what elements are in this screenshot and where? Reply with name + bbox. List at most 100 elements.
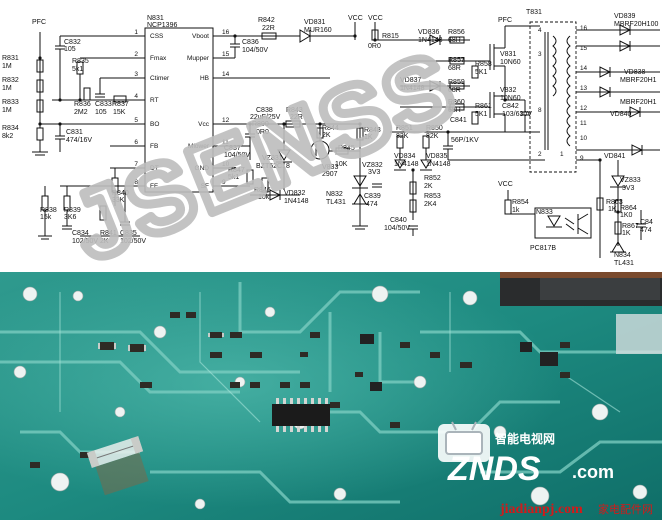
label-v831: V831 [500, 51, 516, 58]
ic-pin-num: 3 [134, 71, 138, 78]
label-c832v: 105 [64, 46, 76, 53]
label-v831v: 10N60 [500, 59, 521, 66]
label-vcc2: VCC [368, 15, 383, 22]
label-r890: R890 [252, 121, 269, 128]
label-r845: R845 [338, 145, 355, 152]
ic-pin-name: SF [201, 183, 209, 190]
label-vz831: VZ831 [262, 155, 283, 162]
label-vd834v: 1N4148 [394, 161, 419, 168]
label-r842v: 22R [262, 25, 275, 32]
label-r833v: 1M [2, 107, 12, 114]
label-vd831v: MUR160 [304, 27, 332, 34]
ic-pin-name: Ctimer [150, 75, 170, 82]
ic-body [144, 27, 214, 193]
label-r847v: 5k1 [228, 174, 239, 181]
label-c839v: 474 [366, 201, 378, 208]
ic-pin-num: 7 [134, 161, 138, 168]
label-vz833v: 3V3 [622, 185, 635, 192]
label-vd836v: 1N4148 [418, 37, 443, 44]
label-vz831v: BZT52C18 [256, 163, 290, 170]
label-r836: R836 [74, 101, 91, 108]
transformer-pin: 10 [580, 135, 588, 142]
ic-pin-num: 15 [222, 51, 230, 58]
transformer-pin: 8 [538, 107, 542, 114]
watermark-text: JSENSS [58, 31, 472, 270]
label-r859v: 68R [448, 87, 461, 94]
label-r846: R846 [254, 187, 271, 194]
label-r854v: 1k [512, 207, 520, 214]
label-r858: R858 [475, 61, 492, 68]
logo-tld: .com [572, 462, 614, 482]
smd-components [30, 312, 570, 468]
ic-pin-num: 2 [134, 51, 138, 58]
ic-pin-num: 4 [134, 93, 138, 100]
label-vd835v: 1N4148 [426, 161, 451, 168]
transformer-pin: 3 [538, 51, 542, 58]
pcb-photo: 智能电视网 ZNDS .com jiadianpj.com 家电配件网 [0, 272, 662, 520]
ic-pin-num: 6 [134, 139, 138, 146]
label-c840: C840 [390, 217, 407, 224]
watermark: JSENSS [53, 27, 476, 286]
ic-n831 [144, 27, 214, 193]
ic-pin-num: 12 [222, 117, 230, 124]
label-r842: R842 [258, 17, 275, 24]
transformer-pin: 12 [580, 105, 588, 112]
label-c835v: 102/50V [120, 238, 146, 245]
label-r838v: 15k [40, 214, 52, 221]
label-r832: R832 [2, 77, 19, 84]
label-c831: C831 [66, 129, 83, 136]
label-c840v: 104/50V [384, 225, 410, 232]
label-vcc1: VCC [348, 15, 363, 22]
label-r831: R831 [2, 55, 19, 62]
label-r837: R837 [112, 101, 129, 108]
transformer-pin: 16 [580, 25, 588, 32]
label-r846v: 10k [258, 194, 270, 201]
ic-pin-name: Vcc [198, 121, 210, 128]
label-c839: C839 [364, 193, 381, 200]
label-vd839v: MBRF20H100 [614, 21, 658, 28]
label-r841v: 2K [100, 238, 109, 245]
junction-dots [38, 34, 620, 214]
label-vd837: VD837 [400, 77, 422, 84]
label-r857: R857 [448, 57, 465, 64]
label-r831v: 1M [2, 63, 12, 70]
label-c841v: 56P/1KV [451, 137, 479, 144]
label-c841: C841 [450, 117, 467, 124]
label-r857v: 68R [448, 65, 461, 72]
label-vd832v: 1N4148 [284, 198, 309, 205]
label-r867v: 1K [622, 230, 631, 237]
transformer-pin: 1 [560, 151, 564, 158]
ic-part: NCP1396 [147, 22, 177, 29]
label-c832: C832 [64, 39, 81, 46]
label-r853: R853 [424, 193, 441, 200]
transformer-pin: 11 [580, 120, 587, 127]
label-r838: R838 [40, 207, 57, 214]
label-c842: C842 [502, 103, 519, 110]
label-vd837v: 1N4148 [400, 85, 425, 92]
label-vd841: VD841 [604, 153, 626, 160]
ic-pin-name: RT [150, 97, 159, 104]
label-n833v: PC817B [530, 245, 556, 252]
ic-pin-name: Mupper [187, 55, 210, 62]
left-wiring [32, 32, 145, 240]
label-pfc-left: PFC [32, 19, 46, 26]
label-c836: C836 [242, 39, 259, 46]
label-r850: R850 [426, 125, 443, 132]
label-vd836: VD836 [418, 29, 440, 36]
solder-pads [13, 285, 648, 510]
label-vz832v: 3V3 [368, 169, 381, 176]
ic-pins: N831NCP13961CSS2Fmax3Ctimer4RT5BO6FB7DT8… [134, 15, 229, 190]
label-vcc3: VCC [498, 181, 513, 188]
transformer-pin: 14 [580, 65, 588, 72]
label-c835: C835 [120, 230, 137, 237]
label-r835v: 5k1 [72, 66, 83, 73]
label-r833: R833 [2, 99, 19, 106]
component-labels: PFCR8311MR8321MR8331MR8348k2C831474/16VC… [2, 9, 658, 267]
ncp1396-chip [272, 398, 330, 432]
ic-pin-name: HB [200, 75, 209, 82]
label-n833: N833 [536, 209, 553, 216]
footer-site-url: jiadianpj.com [499, 502, 583, 517]
label-vd832: VD832 [284, 190, 306, 197]
ic-pin-name: FF [150, 183, 158, 190]
